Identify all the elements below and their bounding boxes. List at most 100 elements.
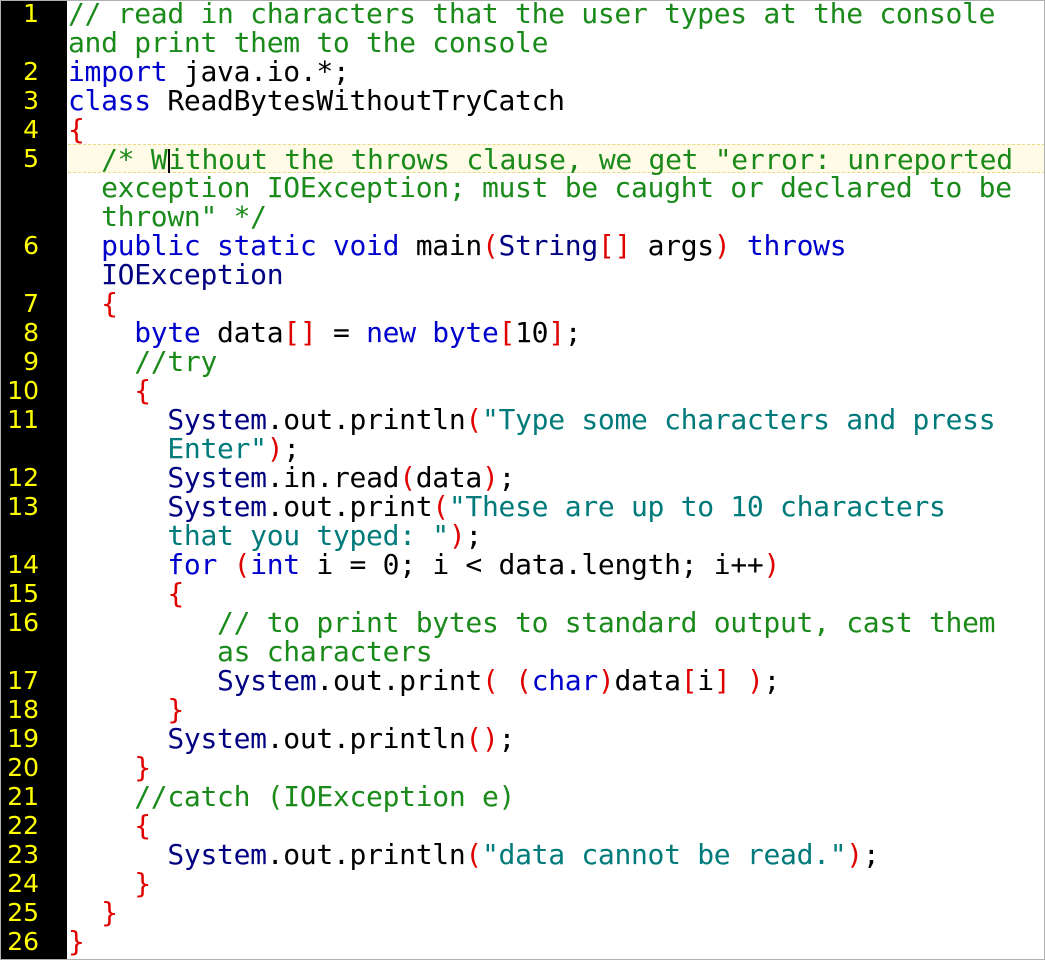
paren: ): [746, 664, 764, 697]
line-number: 8: [23, 318, 39, 347]
brace: {: [101, 287, 118, 320]
code-line: {: [68, 289, 118, 318]
code-text: data: [614, 664, 681, 697]
type-name: System: [167, 490, 267, 523]
code-line: }: [68, 927, 85, 956]
code-line: byte data[] = new byte[10];: [68, 318, 581, 347]
code-text: i: [697, 664, 714, 697]
code-text: ;: [283, 432, 300, 465]
code-line: IOException: [68, 260, 283, 289]
keyword: throws: [730, 229, 847, 262]
line-number: 15: [7, 579, 39, 608]
code-text: =: [316, 316, 367, 349]
comment: and print them to the console: [68, 26, 549, 59]
code-text: ;: [465, 519, 482, 552]
line-number: 25: [7, 898, 39, 927]
comment: as characters: [217, 635, 433, 668]
paren: (: [515, 664, 532, 697]
string-literal: that you typed: ": [167, 519, 449, 552]
paren: (: [481, 229, 499, 262]
paren: ): [266, 432, 284, 465]
code-text: ;: [564, 316, 582, 349]
code-text: data: [200, 316, 284, 349]
line-number: 5: [23, 144, 39, 173]
line-number: 17: [7, 666, 39, 695]
code-text: ;: [763, 664, 781, 697]
brace: }: [134, 867, 151, 900]
code-text: data: [415, 461, 483, 494]
type-name: String: [498, 229, 599, 262]
code-text: .out.print: [316, 664, 482, 697]
line-number: 13: [7, 492, 39, 521]
paren: (: [432, 490, 449, 523]
code-line: System.out.println();: [68, 724, 515, 753]
line-number: 22: [7, 811, 39, 840]
code-line: {: [68, 811, 151, 840]
code-line: }: [68, 695, 184, 724]
code-text: [217, 548, 234, 581]
text-cursor: [168, 149, 171, 173]
paren: ): [846, 838, 863, 871]
paren: (: [481, 664, 499, 697]
line-number-gutter: 1 2 3 4 5 6 7 8 9 10 11 12 13 14 15 16 1…: [1, 0, 67, 959]
line-number: 19: [7, 724, 39, 753]
code-text: .out.print: [266, 490, 433, 523]
code-line: //catch (IOException e): [68, 782, 515, 811]
code-line: {: [68, 376, 151, 405]
paren: ): [481, 461, 499, 494]
code-line: and print them to the console: [68, 28, 548, 57]
line-number: 11: [7, 405, 39, 434]
string-literal: Enter": [167, 432, 267, 465]
code-line: thrown" */: [68, 202, 267, 231]
method-name: main: [399, 229, 483, 262]
bracket: [: [498, 316, 516, 349]
line-number: 24: [7, 869, 39, 898]
code-line: // to print bytes to standard output, ca…: [68, 606, 996, 639]
code-line: System.out.println("Type some characters…: [68, 405, 995, 434]
keyword: for: [167, 548, 218, 581]
brace: {: [68, 113, 85, 146]
comment: /* W: [101, 143, 168, 176]
code-text: [730, 664, 747, 697]
brace: {: [134, 374, 151, 407]
line-number: 20: [7, 753, 39, 782]
code-line: System.out.println("data cannot be read.…: [68, 840, 879, 869]
brace: {: [134, 809, 151, 842]
code-text: i = 0; i < data.length; i++: [299, 548, 764, 581]
brace: }: [101, 896, 118, 929]
line-number: 1: [23, 0, 39, 28]
code-line: {: [68, 115, 85, 144]
code-line: {: [68, 579, 184, 608]
code-line: //try: [68, 347, 217, 376]
keyword: char: [531, 664, 599, 697]
code-text: [499, 664, 516, 697]
line-number: 23: [7, 840, 39, 869]
keyword: byte: [134, 316, 201, 349]
comment: // to print bytes to standard output, ca…: [217, 606, 996, 639]
string-literal: "Type some characters and press: [481, 403, 996, 436]
paren: (): [465, 722, 499, 755]
code-line: System.out.print( (char)data[i] );: [68, 666, 780, 695]
code-line: System.out.print("These are up to 10 cha…: [68, 492, 946, 521]
code-text: ;: [862, 838, 880, 871]
type-name: System: [167, 838, 267, 871]
bracket: ]: [713, 664, 731, 697]
paren: (: [233, 548, 251, 581]
bracket: []: [283, 316, 317, 349]
code-line: }: [68, 898, 118, 927]
code-line: // read in characters that the user type…: [68, 1, 996, 28]
line-number: 2: [23, 57, 39, 86]
paren: (: [465, 403, 482, 436]
line-number: 12: [7, 463, 39, 492]
comment: //try: [134, 345, 218, 378]
code-line: System.in.read(data);: [68, 463, 515, 492]
class-name: ReadBytesWithoutTryCatch: [150, 84, 565, 117]
brace: }: [134, 751, 151, 784]
string-literal: "data cannot be read.": [481, 838, 847, 871]
string-literal: "These are up to 10 characters: [448, 490, 946, 523]
keyword: public static void: [101, 229, 400, 262]
param-name: args: [631, 229, 715, 262]
paren: ): [448, 519, 466, 552]
